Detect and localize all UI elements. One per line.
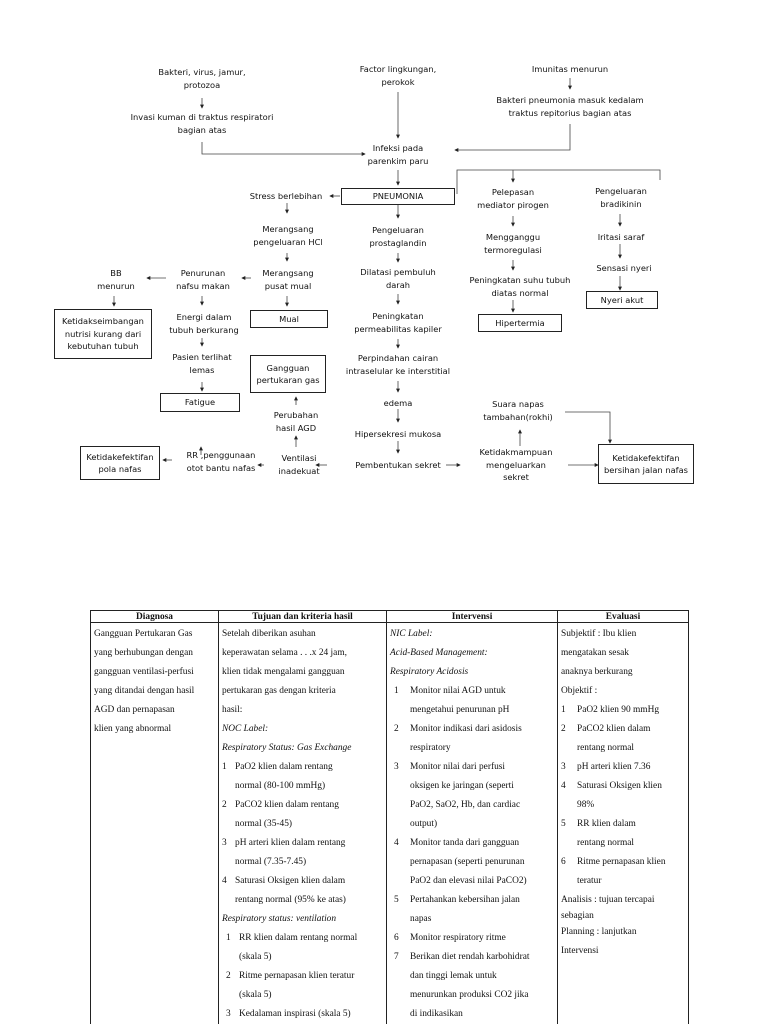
node-merangsang-mual: Merangsang pusat mual	[262, 268, 314, 291]
node-perubahan-agd: Perubahan hasil AGD	[273, 410, 319, 433]
node-gangguan-pertukaran-gas: Gangguan pertukaran gas	[250, 355, 326, 393]
node-energi-berkurang: Energi dalam tubuh berkurang	[169, 312, 239, 335]
section-title: Acid-Based Management:	[390, 648, 488, 658]
node-prostaglandin: Pengeluaran prostaglandin	[369, 225, 427, 248]
node-imunitas-menurun: Imunitas menurun	[531, 64, 609, 74]
node-mual: Mual	[250, 310, 328, 328]
nursing-care-table: Diagnosa Tujuan dan kriteria hasil Inter…	[90, 610, 689, 1024]
node-hipertermia: Hipertermia	[478, 314, 562, 332]
flowchart-connectors	[112, 78, 661, 467]
text-line: Analisis : tujuan tercapai	[561, 895, 655, 905]
node-sensasi-nyeri: Sensasi nyeri	[596, 263, 652, 273]
node-ventilasi-inadekuat: Ventilasi inadekuat	[278, 453, 320, 476]
text-line: Intervensi	[561, 946, 599, 956]
node-stress: Stress berlebihan	[249, 191, 323, 201]
node-pengeluaran-bradikinin: Pengeluaran bradikinin	[595, 186, 647, 209]
text-line: klien tidak mengalami gangguan	[222, 667, 345, 677]
node-ketidakmampuan-sekret: Ketidakmampuan mengeluarkan sekret	[479, 447, 553, 482]
text-line: gangguan ventilasi-perfusi	[94, 667, 194, 677]
node-merangsang-hcl: Merangsang pengeluaran HCl	[253, 224, 323, 247]
node-invasi-kuman: Invasi kuman di traktus respiratori bagi…	[130, 112, 274, 135]
text-line: sebagian	[561, 911, 594, 921]
node-fatigue: Fatigue	[160, 393, 240, 412]
node-permeabilitas: Peningkatan permeabilitas kapiler	[354, 311, 442, 334]
nic-label: NIC Label:	[390, 629, 433, 639]
header-tujuan: Tujuan dan kriteria hasil	[218, 610, 387, 623]
text-line: anaknya berkurang	[561, 667, 633, 677]
node-rr-otot-bantu: RR ,penggunaan otot bantu nafas	[186, 450, 256, 473]
objektif-label: Objektif :	[561, 686, 598, 696]
node-iritasi-saraf: Iritasi saraf	[597, 232, 645, 242]
node-peningkatan-suhu: Peningkatan suhu tubuh diatas normal	[469, 275, 571, 298]
text-line: Planning : lanjutkan	[561, 927, 637, 937]
node-ketidakefektifan-pola-nafas: Ketidakefektifan pola nafas	[80, 446, 160, 480]
node-dilatasi: Dilatasi pembuluh darah	[360, 267, 436, 290]
text-line: AGD dan pernapasan	[94, 705, 175, 715]
cell-tujuan: Setelah diberikan asuhan keperawatan sel…	[218, 622, 387, 1024]
table-header-row: Diagnosa Tujuan dan kriteria hasil Inter…	[90, 610, 689, 623]
node-pelepasan-pirogen: Pelepasan mediator pirogen	[477, 187, 549, 210]
node-mengganggu-termoregulasi: Mengganggu termoregulasi	[484, 232, 542, 255]
text-line: klien yang abnormal	[94, 724, 172, 734]
node-ketidakefektifan-bersihan: Ketidakefektifan bersihan jalan nafas	[598, 444, 694, 484]
text-line: mengatakan sesak	[561, 648, 629, 658]
header-diagnosa: Diagnosa	[90, 610, 219, 623]
node-perpindahan-cairan: Perpindahan cairan intraselular ke inter…	[345, 353, 451, 376]
text-line: yang ditandai dengan hasil	[94, 686, 195, 696]
cell-intervensi: NIC Label: Acid-Based Management: Respir…	[386, 622, 558, 1024]
node-bakteri-pneumonia: Bakteri pneumonia masuk kedalam traktus …	[496, 95, 644, 118]
node-infeksi-parenkim: Infeksi pada parenkim paru	[367, 143, 429, 166]
text-line: Subjektif : Ibu klien	[561, 629, 637, 639]
cell-evaluasi: Subjektif : Ibu klien mengatakan sesak a…	[557, 622, 689, 1024]
node-edema: edema	[383, 398, 413, 408]
header-evaluasi: Evaluasi	[557, 610, 689, 623]
noc-label: NOC Label:	[222, 724, 269, 734]
text-line: Gangguan Pertukaran Gas	[94, 629, 193, 639]
node-pneumonia: PNEUMONIA	[341, 188, 455, 205]
node-faktor-lingkungan: Factor lingkungan, perokok	[359, 64, 437, 87]
node-ketidakseimbangan-nutrisi: Ketidakseimbangan nutrisi kurang dari ke…	[54, 309, 152, 359]
node-nyeri-akut: Nyeri akut	[586, 291, 658, 309]
node-pasien-lemas: Pasien terlihat lemas	[172, 352, 232, 375]
node-hipersekresi: Hipersekresi mukosa	[354, 429, 442, 439]
node-pembentukan-sekret: Pembentukan sekret	[355, 460, 441, 470]
node-penurunan-nafsu: Penurunan nafsu makan	[176, 268, 230, 291]
table-row: Gangguan Pertukaran Gas yang berhubungan…	[90, 622, 689, 1024]
section-title: Respiratory Status: Gas Exchange	[222, 743, 352, 753]
node-suara-napas: Suara napas tambahan(rokhi)	[483, 399, 553, 422]
text-line: keperawatan selama . . .x 24 jam,	[222, 648, 347, 658]
node-bb-menurun: BB menurun	[97, 268, 135, 291]
text-line: yang berhubungan dengan	[94, 648, 193, 658]
text-line: Setelah diberikan asuhan	[222, 629, 316, 639]
section-title: Respiratory Acidosis	[390, 667, 469, 677]
node-bakteri: Bakteri, virus, jamur, protozoa	[158, 67, 246, 90]
text-line: pertukaran gas dengan kriteria	[222, 686, 336, 696]
cell-diagnosa: Gangguan Pertukaran Gas yang berhubungan…	[90, 622, 219, 1024]
header-intervensi: Intervensi	[386, 610, 558, 623]
section-title: Respiratory status: ventilation	[222, 914, 337, 924]
text-line: hasil:	[222, 705, 243, 715]
